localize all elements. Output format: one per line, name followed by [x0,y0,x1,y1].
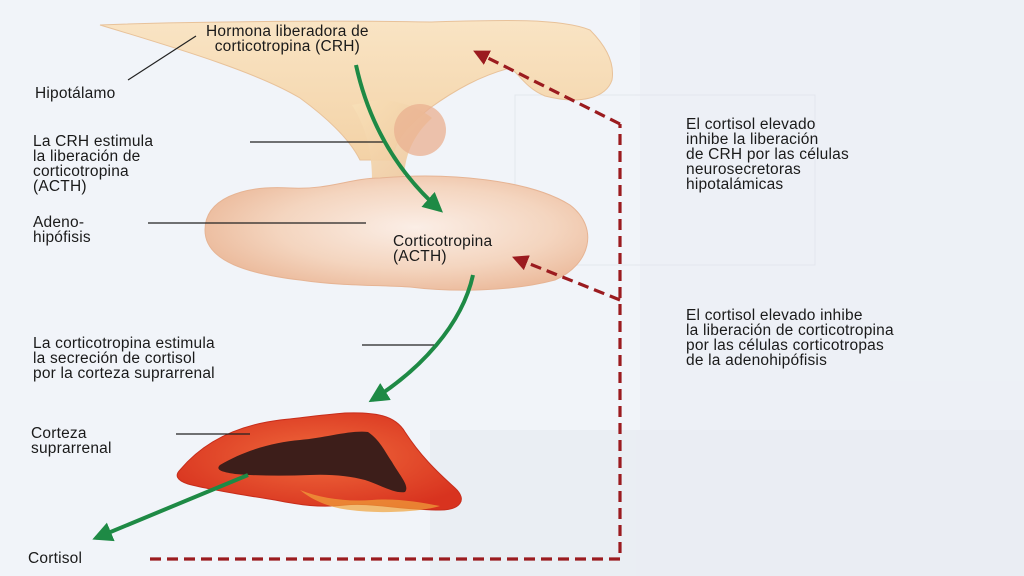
background-page-shadow [430,0,1024,576]
adenohypophysis-label: Adeno- hipófisis [33,214,91,246]
acth-label: Corticotropina (ACTH) [393,233,493,265]
adrenal-medulla-shape [218,431,407,493]
arrow-crh-to-pituitary [354,64,443,213]
feedback-line-main [150,124,622,561]
crh-label: Hormona liberadora de corticotropina (CR… [206,23,369,55]
cortisol-label: Cortisol [28,550,83,567]
arrow-adrenal-to-cortisol [92,473,249,542]
feedback-crh-label: El cortisol elevado inhibe la liberación… [686,116,849,193]
adrenal-cortex-label: Corteza suprarrenal [31,425,112,457]
hypothalamus-label: Hipotálamo [35,85,116,102]
leader-lines [127,35,438,435]
adrenal-base-shape [300,490,440,513]
feedback-lines [150,50,622,561]
adenohypophysis-shape [204,175,589,291]
crh-stimulates-label: La CRH estimula la liberación de cortico… [33,133,154,195]
neurohypophysis-shape [394,104,446,156]
feedback-line-to-hypothalamus [473,50,621,126]
feedback-line-to-pituitary [512,255,621,302]
feedback-acth-label: El cortisol elevado inhibe la liberación… [686,307,894,369]
acth-stimulates-label: La corticotropina estimula la secreción … [33,335,215,382]
arrow-acth-to-adrenal [368,274,475,403]
